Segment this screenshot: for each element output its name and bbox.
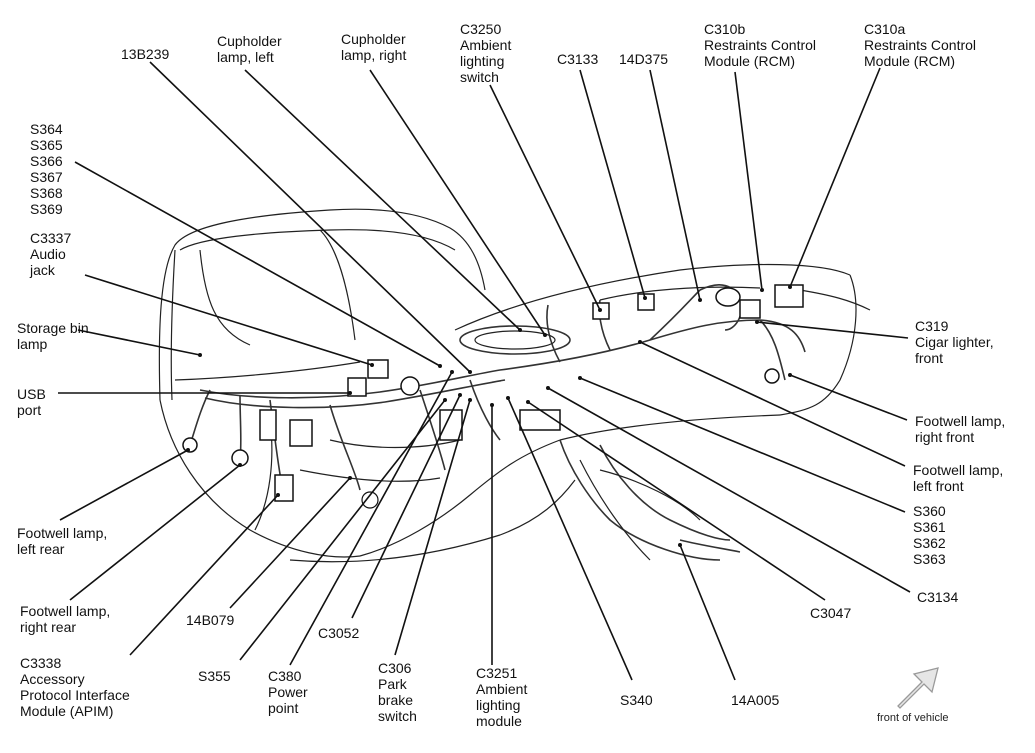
- label-c3133: C3133: [557, 51, 599, 67]
- label-c3134: C3134: [917, 589, 959, 605]
- label-cupholder-right: Cupholder lamp, right: [341, 31, 407, 63]
- label-c306: C306 Park brake switch: [378, 660, 417, 724]
- label-c319: C319 Cigar lighter, front: [915, 318, 994, 366]
- label-s355: S355: [198, 668, 231, 684]
- label-s364-group: S364 S365 S366 S367 S368 S369: [30, 121, 63, 217]
- c380-power-point: [400, 376, 420, 396]
- label-fw-left-rear: Footwell lamp, left rear: [17, 525, 108, 557]
- components: [182, 284, 804, 509]
- c3337-connector: [367, 359, 389, 379]
- label-cupholder-left: Cupholder lamp, left: [217, 33, 282, 65]
- label-front-of-vehicle: front of vehicle: [877, 712, 949, 724]
- c3338-connector: [274, 474, 294, 502]
- label-c3047: C3047: [810, 605, 852, 621]
- label-fw-left-front: Footwell lamp, left front: [913, 462, 1004, 494]
- grommet: [361, 491, 379, 509]
- label-c3337: C3337 Audio jack: [30, 230, 72, 278]
- label-c3250: C3250 Ambient lighting switch: [460, 21, 512, 85]
- label-c3052: C3052: [318, 625, 360, 641]
- label-14a005: 14A005: [731, 692, 780, 708]
- usb-connector: [347, 377, 367, 397]
- label-c310a: C310a Restraints Control Module (RCM): [864, 21, 977, 69]
- c310a-connector: [774, 284, 804, 308]
- label-14d375: 14D375: [619, 51, 669, 67]
- label-s360-group: S360 S361 S362 S363: [913, 503, 946, 567]
- label-c3251: C3251 Ambient lighting module: [476, 665, 528, 729]
- label-storage-bin: Storage bin lamp: [17, 320, 89, 352]
- label-14b079: 14B079: [186, 612, 235, 628]
- c319-connector: [739, 299, 761, 319]
- front-arrow-icon: [897, 667, 939, 709]
- leader-lines: [58, 61, 911, 681]
- label-13b239: 13B239: [121, 46, 170, 62]
- label-c3338: C3338 Accessory Protocol Interface Modul…: [20, 655, 130, 719]
- leader-tips: [186, 285, 792, 547]
- label-s340: S340: [620, 692, 653, 708]
- connector-block-2: [259, 409, 277, 441]
- fw-left-rear-lamp: [182, 437, 198, 453]
- label-fw-right-rear: Footwell lamp, right rear: [20, 603, 111, 635]
- c3133-connector: [637, 293, 655, 311]
- label-c380: C380 Power point: [268, 668, 308, 716]
- label-fw-right-front: Footwell lamp, right front: [915, 413, 1006, 445]
- connector-block: [289, 419, 313, 447]
- console-illustration: [158, 208, 871, 563]
- c310b-connector: [715, 287, 741, 307]
- fw-right-front-lamp: [764, 368, 780, 384]
- label-usb-port: USB port: [17, 386, 46, 418]
- label-c310b: C310b Restraints Control Module (RCM): [704, 21, 817, 69]
